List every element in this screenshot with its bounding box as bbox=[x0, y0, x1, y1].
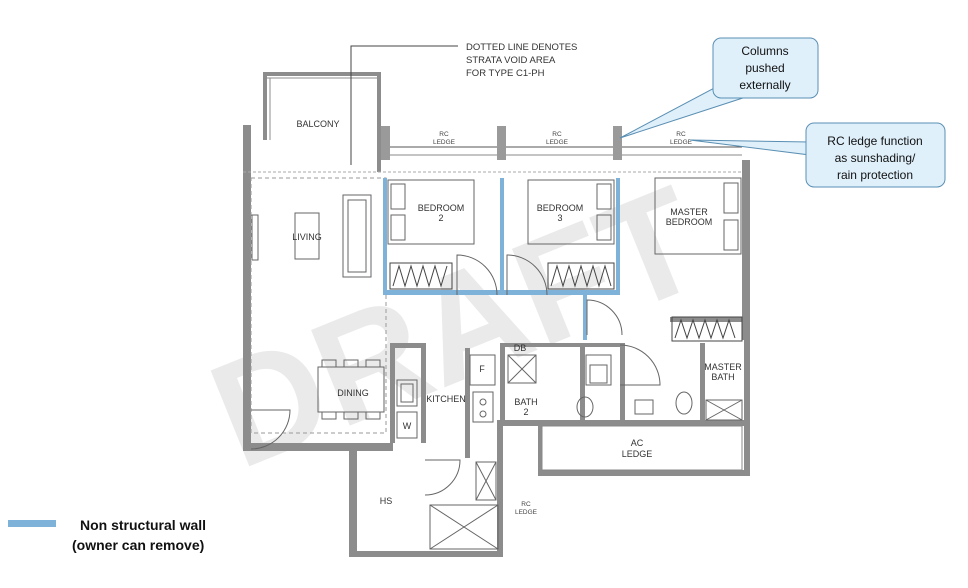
bath-2-label-line2: 2 bbox=[523, 407, 528, 417]
bedroom-2-label-line2: 2 bbox=[438, 213, 443, 223]
living-label: LIVING bbox=[292, 232, 322, 242]
callout-columns-line2: pushed bbox=[745, 61, 784, 75]
household-shelter-void bbox=[429, 504, 499, 550]
fridge-label: F bbox=[479, 364, 485, 374]
strata-void-note: DOTTED LINE DENOTES STRATA VOID AREA FOR… bbox=[350, 42, 577, 165]
balcony: BALCONY bbox=[263, 72, 381, 172]
dining-table bbox=[317, 359, 385, 420]
legend-label-line2: (owner can remove) bbox=[72, 537, 204, 553]
note-line1: DOTTED LINE DENOTES bbox=[466, 42, 577, 53]
callout-columns-line3: externally bbox=[739, 78, 790, 92]
bed-bedroom-2 bbox=[387, 179, 475, 245]
outer-walls bbox=[243, 125, 750, 557]
bed-bedroom-3 bbox=[527, 179, 615, 245]
rc-ledge-3-line1: RC bbox=[676, 131, 686, 138]
master-bath-label-line1: MASTER bbox=[704, 362, 742, 372]
master-bedroom-label-line2: BEDROOM bbox=[666, 217, 713, 227]
rc-ledge-2-line1: RC bbox=[552, 131, 562, 138]
rc-ledge-strip: RC LEDGE RC LEDGE RC LEDGE bbox=[243, 131, 742, 173]
bath-fixtures bbox=[507, 354, 743, 421]
rc-ledge-bottom-line1: RC bbox=[521, 501, 531, 508]
balcony-label: BALCONY bbox=[296, 119, 339, 129]
master-bedroom-label-line1: MASTER bbox=[670, 207, 708, 217]
bedroom-3-label-line1: BEDROOM bbox=[537, 203, 584, 213]
note-line3: FOR TYPE C1-PH bbox=[466, 68, 545, 79]
ac-ledge-label-line2: LEDGE bbox=[622, 449, 653, 459]
hs-label: HS bbox=[380, 496, 393, 506]
living-furniture bbox=[251, 194, 372, 278]
rc-ledge-3-line2: LEDGE bbox=[670, 139, 693, 146]
bath-2-label-line1: BATH bbox=[514, 397, 537, 407]
callout-rc-ledge: RC ledge function as sunshading/ rain pr… bbox=[689, 122, 946, 188]
doors bbox=[250, 254, 661, 496]
callout-ledge-line1: RC ledge function bbox=[827, 134, 922, 148]
dining-label: DINING bbox=[337, 388, 369, 398]
kitchen-fixtures bbox=[396, 354, 497, 501]
rc-ledge-bottom-line2: LEDGE bbox=[515, 509, 538, 516]
columns bbox=[381, 126, 622, 160]
note-line2: STRATA VOID AREA bbox=[466, 55, 556, 66]
bedroom-2-label-line1: BEDROOM bbox=[418, 203, 465, 213]
ac-ledge-label-line1: AC bbox=[631, 438, 644, 448]
callout-columns-line1: Columns bbox=[741, 44, 788, 58]
non-structural-walls bbox=[383, 178, 620, 340]
legend: Non structural wall (owner can remove) bbox=[8, 517, 206, 553]
bedroom-3-label-line2: 3 bbox=[557, 213, 562, 223]
rc-ledge-2-line2: LEDGE bbox=[546, 139, 569, 146]
kitchen-label: KITCHEN bbox=[426, 394, 466, 404]
washer-label: W bbox=[403, 421, 412, 431]
master-bath-label-line2: BATH bbox=[711, 372, 734, 382]
rc-ledge-1-line1: RC bbox=[439, 131, 449, 138]
rc-ledge-1-line2: LEDGE bbox=[433, 139, 456, 146]
callout-columns: Columns pushed externally bbox=[619, 37, 819, 139]
callout-ledge-line2: as sunshading/ bbox=[835, 151, 916, 165]
strata-void-outline bbox=[250, 177, 387, 434]
legend-swatch bbox=[8, 520, 56, 527]
legend-label-line1: Non structural wall bbox=[80, 517, 206, 533]
callout-ledge-line3: rain protection bbox=[837, 168, 913, 182]
bed-master-bedroom bbox=[654, 177, 742, 255]
wardrobes bbox=[389, 262, 743, 342]
db-label: DB bbox=[514, 343, 527, 353]
ac-ledge-box bbox=[541, 425, 743, 471]
